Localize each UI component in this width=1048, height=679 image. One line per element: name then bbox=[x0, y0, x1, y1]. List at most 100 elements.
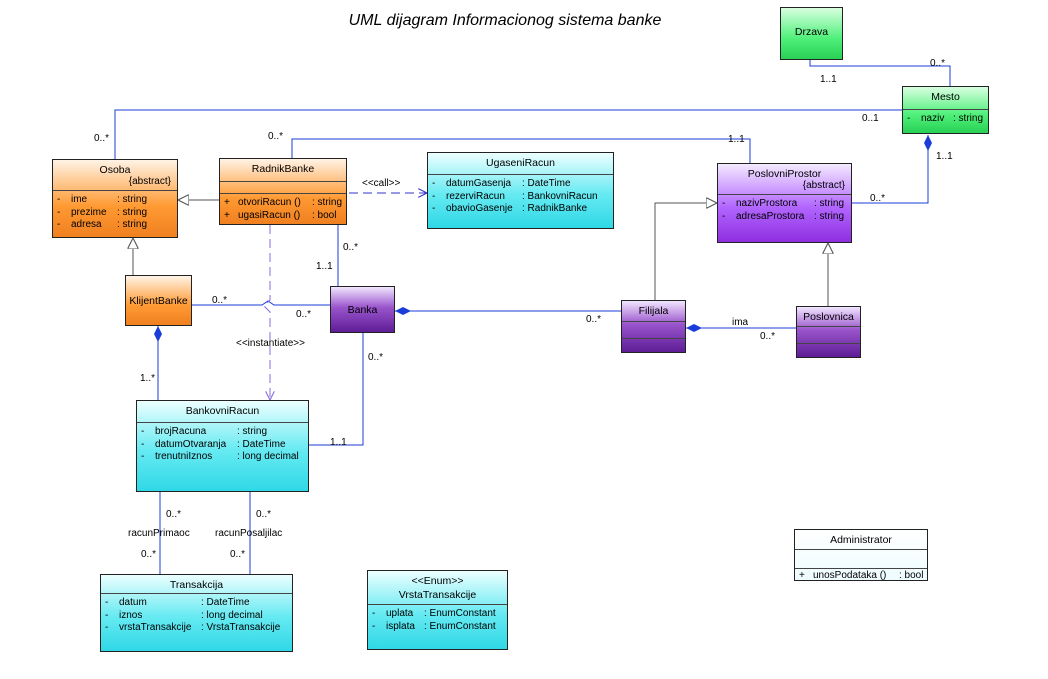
class-ugaseni-racun-name: UgaseniRacun bbox=[486, 157, 555, 169]
class-poslovni-prostor[interactable]: PoslovniProstor {abstract} -nazivProstor… bbox=[717, 163, 852, 243]
method-name: ugasiRacun () bbox=[238, 209, 301, 221]
class-drzava[interactable]: Drzava bbox=[780, 7, 843, 60]
attr-name: trenutniIznos bbox=[155, 451, 213, 462]
attr-vis: - bbox=[141, 451, 145, 462]
class-transakcija-name: Transakcija bbox=[169, 579, 224, 591]
class-administrator[interactable]: Administrator +unosPodataka (): bool bbox=[794, 529, 928, 581]
class-filijala[interactable]: Filijala bbox=[621, 300, 686, 353]
attr-vis: - bbox=[432, 178, 436, 189]
attr-type: : DateTime bbox=[237, 438, 286, 450]
attr-vis: - bbox=[722, 198, 726, 209]
multiplicity-label: 0..* bbox=[94, 133, 110, 144]
attr-name: datumOtvaranja bbox=[155, 438, 227, 450]
class-mesto-name: Mesto bbox=[931, 91, 960, 103]
multiplicity-label: 1..1 bbox=[936, 151, 953, 162]
attr-type: : string bbox=[814, 198, 845, 209]
class-banka-name: Banka bbox=[347, 304, 378, 316]
multiplicity-label: 0..* bbox=[141, 549, 157, 560]
class-osoba[interactable]: Osoba {abstract} -ime: string -prezime: … bbox=[52, 159, 178, 238]
attr-name: brojRacuna bbox=[155, 426, 207, 437]
attr-name: uplata bbox=[386, 608, 414, 619]
multiplicity-label: 0..* bbox=[166, 509, 182, 520]
method-name: otvoriRacun () bbox=[238, 197, 301, 208]
comp-banka-racun bbox=[293, 333, 364, 449]
attr-name: isplata bbox=[386, 620, 415, 632]
multiplicity-label: 0..* bbox=[760, 331, 776, 342]
assoc-klijent-banka bbox=[192, 300, 330, 306]
attr-vis: - bbox=[141, 426, 145, 437]
attr-type: : long decimal bbox=[201, 609, 263, 621]
multiplicity-label: 1..1 bbox=[820, 74, 837, 85]
class-osoba-name: Osoba bbox=[99, 164, 131, 176]
class-vrsta-transakcije-name: VrstaTransakcije bbox=[398, 589, 477, 601]
class-poslovnica[interactable]: Poslovnica bbox=[796, 306, 861, 358]
multiplicity-label: 0..* bbox=[930, 58, 946, 69]
multiplicity-label: 0..* bbox=[870, 193, 886, 204]
multiplicity-label: 0..* bbox=[586, 314, 602, 325]
role-label: racunPosaljilac bbox=[215, 528, 283, 539]
association-name-label: ima bbox=[732, 317, 749, 328]
attr-name: obavioGasenje bbox=[446, 203, 513, 214]
class-drzava-name: Drzava bbox=[794, 26, 829, 38]
stereotype-call-label: <<call>> bbox=[362, 178, 401, 189]
multiplicity-label: 0..* bbox=[343, 242, 359, 253]
multiplicity-label: 1..1 bbox=[728, 134, 745, 145]
class-bankovni-racun[interactable]: BankovniRacun -brojRacuna: string -datum… bbox=[136, 400, 309, 492]
attr-name: iznos bbox=[119, 609, 143, 621]
attr-type: : BankovniRacun bbox=[522, 190, 598, 202]
attr-name: adresaProstora bbox=[736, 210, 805, 222]
attr-type: : string bbox=[814, 210, 845, 222]
class-vrsta-transakcije[interactable]: <<Enum>> VrstaTransakcije -uplata: EnumC… bbox=[367, 570, 508, 650]
attr-vis: - bbox=[57, 194, 61, 205]
method-type: : bool bbox=[312, 209, 337, 221]
attr-name: datumGasenja bbox=[446, 178, 512, 189]
multiplicity-label: 1..1 bbox=[330, 437, 347, 448]
attr-type: : string bbox=[117, 206, 148, 218]
attr-name: naziv bbox=[921, 113, 945, 124]
attr-vis: - bbox=[141, 438, 145, 450]
attr-type: : EnumConstant bbox=[424, 608, 496, 619]
class-klijent-banke-name: KlijentBanke bbox=[129, 295, 188, 307]
attr-vis: - bbox=[432, 190, 436, 202]
method-vis: + bbox=[799, 570, 805, 581]
attr-vis: - bbox=[372, 620, 376, 632]
assoc-osoba-mesto bbox=[114, 109, 903, 160]
class-mesto[interactable]: Mesto -naziv: string bbox=[902, 86, 989, 134]
attr-name: prezime bbox=[71, 206, 107, 218]
class-transakcija[interactable]: Transakcija -datum: DateTime -iznos: lon… bbox=[100, 574, 293, 652]
stereotype-instantiate-label: <<instantiate>> bbox=[236, 338, 305, 349]
attr-vis: - bbox=[105, 622, 109, 633]
comp-mesto-poslovni bbox=[852, 135, 932, 204]
attr-type: : RadnikBanke bbox=[522, 203, 588, 214]
method-type: : bool bbox=[899, 570, 924, 581]
attr-type: : EnumConstant bbox=[424, 620, 496, 632]
attr-vis: - bbox=[57, 206, 61, 218]
attr-vis: - bbox=[57, 219, 61, 230]
multiplicity-label: 0..* bbox=[212, 295, 228, 306]
attr-type: : long decimal bbox=[237, 451, 299, 462]
attr-name: nazivProstora bbox=[736, 198, 798, 209]
attr-name: vrstaTransakcije bbox=[119, 622, 192, 633]
class-ugaseni-racun[interactable]: UgaseniRacun -datumGasenja: DateTime -re… bbox=[427, 152, 614, 229]
attr-type: : DateTime bbox=[522, 178, 571, 189]
class-klijent-banke[interactable]: KlijentBanke bbox=[125, 275, 192, 326]
role-label: racunPrimaoc bbox=[128, 528, 190, 539]
multiplicity-label: 0..* bbox=[256, 509, 272, 520]
attr-type: : string bbox=[953, 113, 984, 124]
class-radnik-banke[interactable]: RadnikBanke +otvoriRacun (): string +uga… bbox=[219, 158, 347, 225]
class-banka[interactable]: Banka bbox=[330, 286, 395, 333]
attr-vis: - bbox=[432, 203, 436, 214]
multiplicity-label: 0..* bbox=[230, 549, 246, 560]
multiplicity-label: 0..* bbox=[268, 131, 284, 142]
multiplicity-label: 1..1 bbox=[316, 261, 333, 272]
attr-vis: - bbox=[372, 608, 376, 619]
class-poslovni-prostor-name: PoslovniProstor bbox=[747, 168, 822, 180]
class-bankovni-racun-name: BankovniRacun bbox=[185, 405, 260, 417]
method-name: unosPodataka () bbox=[813, 570, 887, 581]
multiplicity-label: 1..* bbox=[140, 373, 156, 384]
multiplicity-label: 0..* bbox=[368, 352, 384, 363]
attr-type: : string bbox=[117, 194, 148, 205]
gen-filijala-poslovni bbox=[654, 203, 717, 300]
method-type: : string bbox=[312, 197, 343, 208]
